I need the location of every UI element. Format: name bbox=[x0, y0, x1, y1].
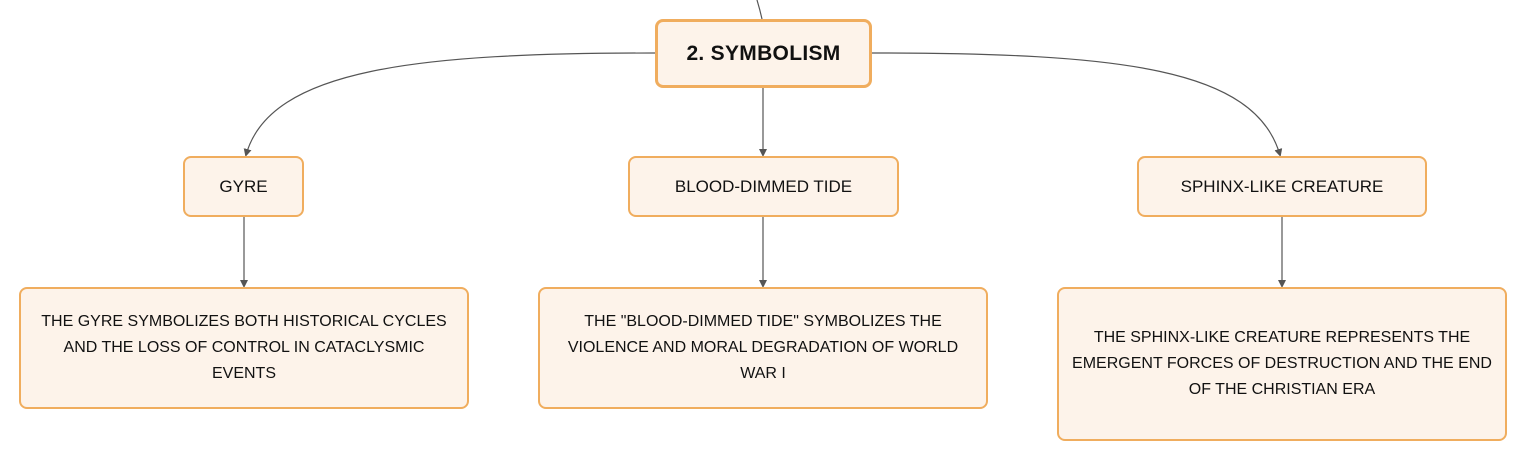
detail-node-gyre[interactable]: THE GYRE SYMBOLIZES BOTH HISTORICAL CYCL… bbox=[19, 287, 469, 409]
branch-node-blood-dimmed-tide[interactable]: BLOOD-DIMMED TIDE bbox=[628, 156, 899, 217]
root-node-label: 2. SYMBOLISM bbox=[686, 41, 841, 65]
branch-node-sphinx-like-creature[interactable]: SPHINX-LIKE CREATURE bbox=[1137, 156, 1427, 217]
root-node-symbolism[interactable]: 2. SYMBOLISM bbox=[655, 19, 872, 88]
branch-node-label: SPHINX-LIKE CREATURE bbox=[1180, 176, 1384, 196]
connector-root-gyre bbox=[243, 52, 656, 157]
connector-root-sphinx bbox=[871, 52, 1283, 157]
detail-node-blood-dimmed-tide[interactable]: THE "BLOOD-DIMMED TIDE" SYMBOLIZES THE V… bbox=[538, 287, 988, 409]
detail-node-text: THE GYRE SYMBOLIZES BOTH HISTORICAL CYCL… bbox=[41, 313, 447, 382]
branch-node-gyre[interactable]: GYRE bbox=[183, 156, 304, 217]
detail-node-sphinx-like-creature[interactable]: THE SPHINX-LIKE CREATURE REPRESENTS THE … bbox=[1057, 287, 1507, 441]
detail-node-text: THE SPHINX-LIKE CREATURE REPRESENTS THE … bbox=[1072, 329, 1492, 398]
branch-node-label: BLOOD-DIMMED TIDE bbox=[674, 176, 853, 196]
incoming-connector bbox=[756, 0, 763, 20]
detail-node-text: THE "BLOOD-DIMMED TIDE" SYMBOLIZES THE V… bbox=[567, 313, 959, 382]
branch-node-label: GYRE bbox=[219, 176, 268, 196]
